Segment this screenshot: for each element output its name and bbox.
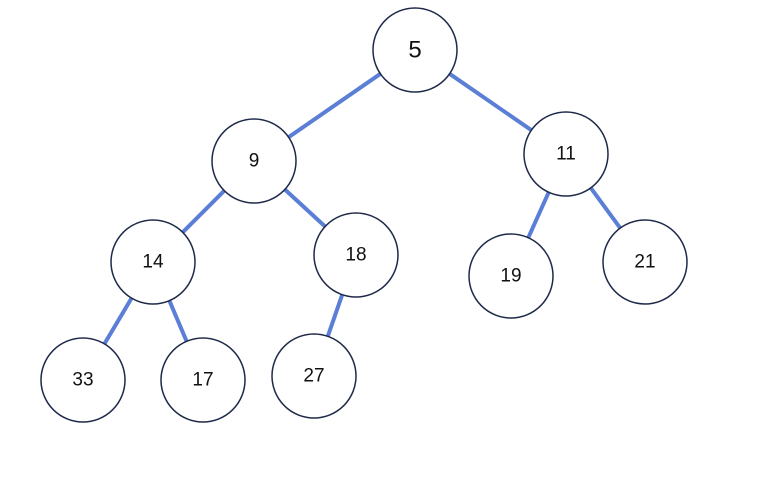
tree-node-19: 19	[468, 233, 554, 319]
tree-node-33: 33	[40, 337, 126, 423]
tree-node-9: 9	[211, 118, 297, 204]
tree-node-27: 27	[271, 333, 357, 419]
tree-node-14: 14	[110, 219, 196, 305]
node-label: 17	[192, 370, 213, 391]
node-circle	[372, 7, 458, 93]
edge-n9-n14	[181, 189, 226, 234]
tree-node-17: 17	[160, 337, 246, 423]
nodes-layer: 5 9 11 14 18 19 21 33 17 27	[40, 7, 688, 423]
node-label: 19	[500, 266, 521, 287]
node-label: 18	[345, 245, 366, 266]
node-circle	[110, 219, 196, 305]
node-circle	[468, 233, 554, 319]
node-circle	[602, 219, 688, 305]
edges-layer	[102, 72, 622, 345]
edge-n11-n19	[526, 191, 551, 239]
edge-n5-n9	[287, 72, 382, 139]
edge-n14-n33	[102, 297, 134, 345]
node-label: 33	[72, 370, 93, 391]
tree-node-21: 21	[602, 219, 688, 305]
node-label: 27	[303, 366, 324, 387]
node-label: 5	[408, 37, 421, 64]
tree-node-11: 11	[523, 111, 609, 197]
node-label: 9	[249, 151, 260, 172]
node-circle	[313, 212, 399, 298]
node-circle	[40, 337, 126, 423]
edge-n11-n21	[589, 186, 622, 230]
node-label: 11	[556, 144, 576, 165]
node-circle	[523, 111, 609, 197]
edge-n14-n17	[167, 299, 189, 343]
node-label: 14	[142, 252, 164, 273]
node-circle	[271, 333, 357, 419]
edge-n5-n11	[448, 72, 533, 132]
tree-node-5: 5	[372, 7, 458, 93]
edge-n18-n27	[325, 294, 345, 337]
node-circle	[211, 118, 297, 204]
node-label: 21	[634, 252, 655, 273]
edge-n9-n18	[283, 188, 327, 228]
node-circle	[160, 337, 246, 423]
tree-node-18: 18	[313, 212, 399, 298]
